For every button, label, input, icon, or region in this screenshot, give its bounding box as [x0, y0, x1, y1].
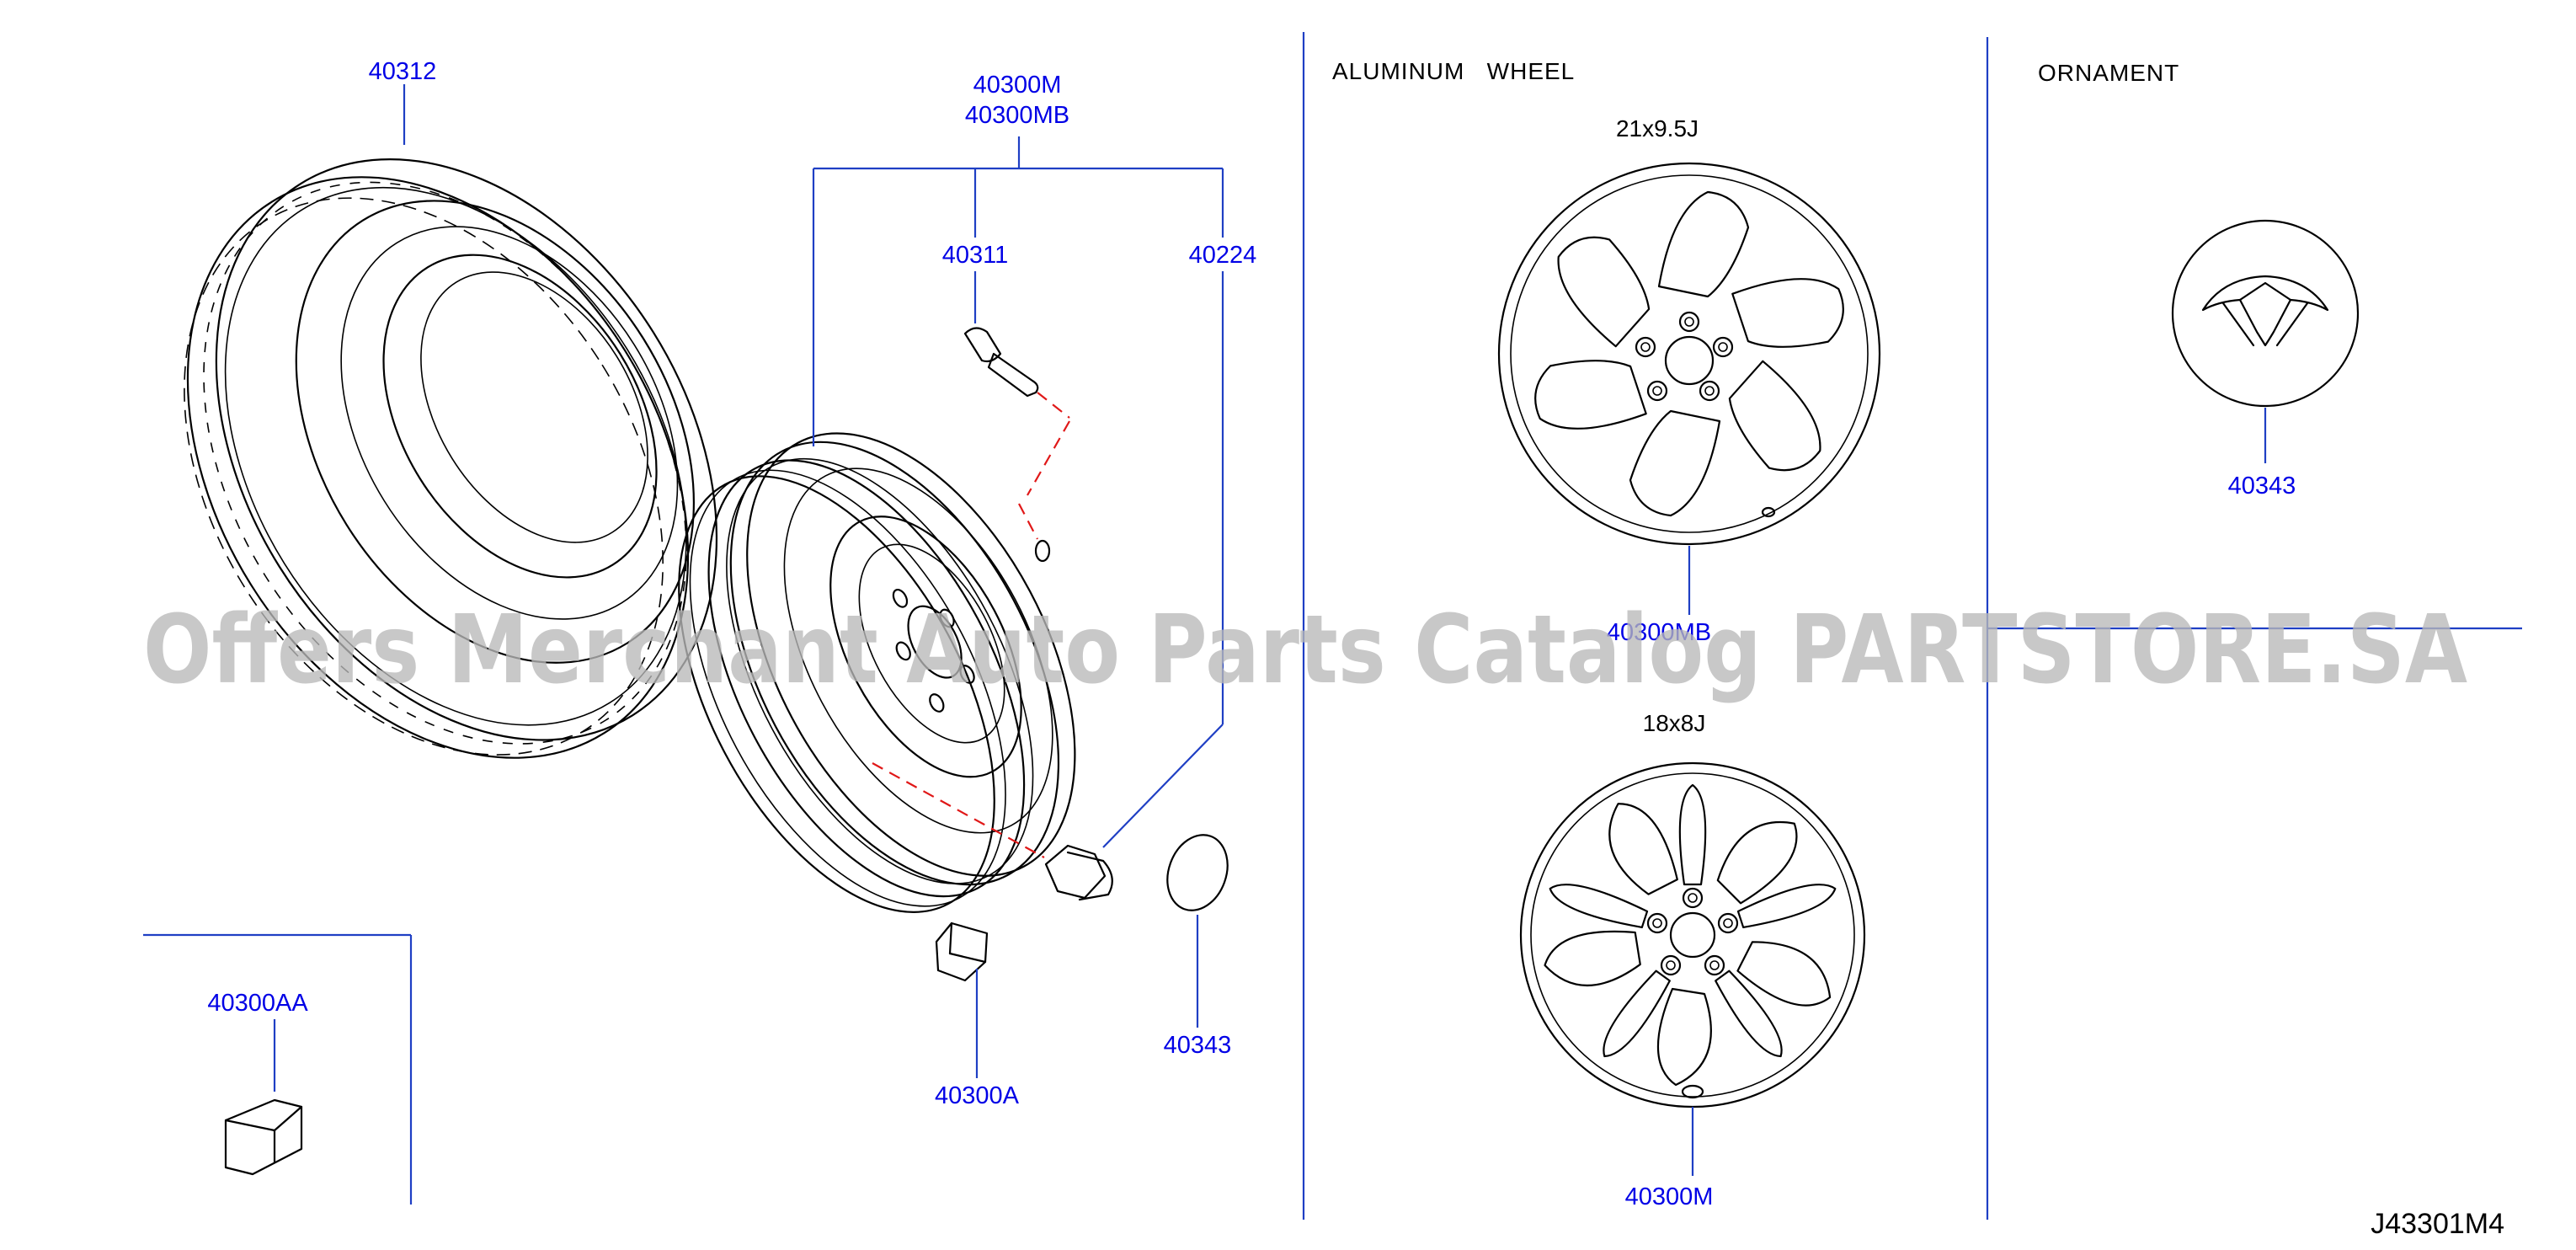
- tire-drawing: [184, 158, 718, 759]
- wheel-size-18x8j: 18x8J: [1643, 710, 1706, 736]
- ornament-cap-drawing: [2171, 219, 2360, 463]
- part-label-40300mb-alloy[interactable]: 40300MB: [1607, 619, 1711, 646]
- part-label-40343-cap[interactable]: 40343: [1164, 1032, 1232, 1059]
- part-label-40300aa[interactable]: 40300AA: [207, 990, 308, 1017]
- diagram-code: J43301M4: [2371, 1208, 2504, 1240]
- center-cap-drawing: [1166, 834, 1229, 1028]
- balance-weight-drawing: [935, 921, 989, 1078]
- part-label-40343-ornament[interactable]: 40343: [2228, 473, 2296, 499]
- watermark-text: Offers Merchant Auto Parts Catalog PARTS…: [143, 596, 2467, 705]
- part-label-40300m[interactable]: 40300M: [973, 72, 1062, 99]
- steel-wheel-drawing: [678, 432, 1076, 913]
- section-title-aluminum-wheel: ALUMINUM WHEEL: [1332, 58, 1575, 84]
- part-label-40300m-alloy[interactable]: 40300M: [1625, 1183, 1714, 1210]
- valve-stem-drawing: [963, 271, 1070, 563]
- part-label-40311[interactable]: 40311: [942, 242, 1009, 269]
- wheel-size-21x9-5j: 21x9.5J: [1616, 115, 1699, 142]
- part-label-40224[interactable]: 40224: [1189, 242, 1257, 269]
- wheel-nut-drawing: [872, 271, 1224, 901]
- part-label-40300mb[interactable]: 40300MB: [965, 102, 1069, 129]
- part-label-40300a[interactable]: 40300A: [935, 1082, 1020, 1109]
- part-label-40312[interactable]: 40312: [369, 58, 437, 85]
- alloy-wheel-18in-drawing: [1519, 761, 1866, 1176]
- infiniti-logo-icon: [2201, 275, 2329, 347]
- wheel-assy-bracket: [812, 136, 1224, 446]
- section-title-ornament: ORNAMENT: [2038, 60, 2179, 86]
- section-dividers: [143, 32, 2522, 1220]
- alloy-wheel-21in-drawing: [1497, 162, 1881, 615]
- weight-aa-drawing: [224, 1019, 303, 1176]
